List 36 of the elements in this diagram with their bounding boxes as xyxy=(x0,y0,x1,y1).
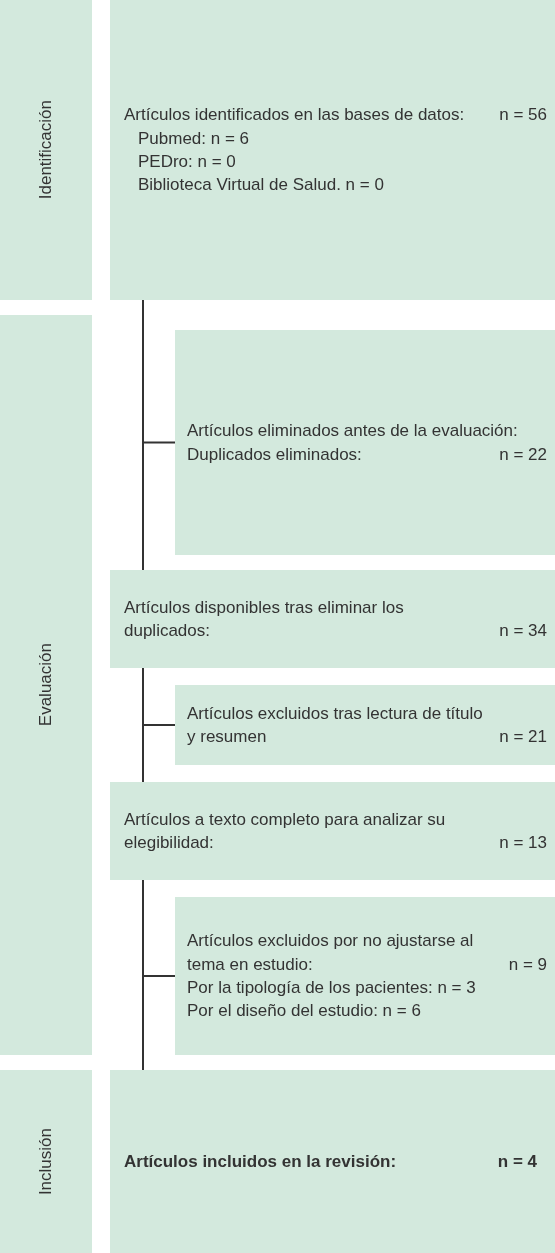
box-text: Artículos identificados en las bases de datos: xyxy=(124,104,466,127)
process-box xyxy=(110,570,555,668)
count-text: n = 34 xyxy=(499,620,547,642)
box-text: Por la tipología de los pacientes: n = 3 xyxy=(187,977,477,999)
count-text: n = 13 xyxy=(499,832,547,854)
stage-band xyxy=(0,1070,92,1253)
count-text: n = 9 xyxy=(508,953,547,976)
connector-line xyxy=(142,879,144,1071)
box-text: Artículos eliminados antes de la evaluación: xyxy=(187,420,519,443)
box-text: PEDro: n = 0 xyxy=(137,151,237,173)
box-text: Artículos disponibles tras eliminar los duplicados: xyxy=(124,596,405,642)
process-box xyxy=(110,1070,555,1253)
count-text: n = 4 xyxy=(497,1150,537,1173)
stage-band xyxy=(0,0,92,300)
process-box xyxy=(175,330,555,555)
box-text: Pubmed: n = 6 xyxy=(137,127,251,150)
connector-line xyxy=(142,667,144,783)
box-text: Artículos excluidos por no ajustarse al tema en estudio: xyxy=(187,930,475,976)
box-text: Artículos a texto completo para analizar su elegibilidad: xyxy=(124,808,447,854)
box-text: Duplicados eliminados: xyxy=(187,443,363,466)
count-text: n = 56 xyxy=(499,104,547,127)
stage-band xyxy=(0,315,92,1055)
process-box xyxy=(110,0,555,300)
count-text: n = 21 xyxy=(499,726,547,748)
process-box xyxy=(175,897,555,1055)
count-text: n = 22 xyxy=(499,443,547,466)
process-box xyxy=(110,782,555,880)
box-text: Biblioteca Virtual de Salud. n = 0 xyxy=(137,174,385,197)
stage-label: Evaluación xyxy=(36,643,56,727)
process-box xyxy=(175,685,555,765)
box-text: Artículos incluidos en la revisión: xyxy=(124,1150,398,1173)
box-text: Artículos excluidos tras lectura de título y resumen xyxy=(187,702,484,748)
box-text: Por el diseño del estudio: n = 6 xyxy=(187,1000,422,1023)
stage-label: Inclusión xyxy=(36,1127,56,1196)
connector-line xyxy=(142,299,144,571)
stage-label: Identificación xyxy=(36,100,56,200)
